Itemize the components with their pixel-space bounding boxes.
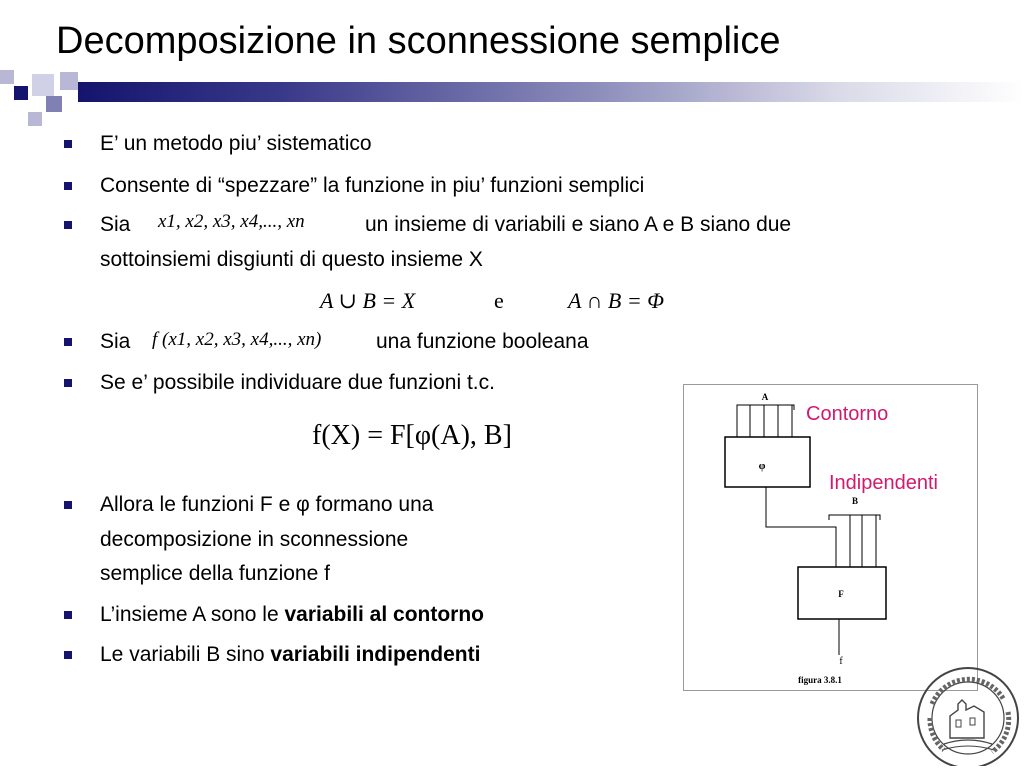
- decomposition-figure: A φ B F f figura 3.8.1: [683, 384, 978, 691]
- equation-connector: e: [494, 288, 504, 313]
- bullet-square-icon: [64, 611, 72, 619]
- bullet-text-bold: variabili indipendenti: [270, 643, 481, 666]
- bullet-text: Le variabili B sino variabili indipenden…: [100, 640, 480, 669]
- bullet-square-icon: [64, 501, 72, 509]
- label-f-block: F: [838, 589, 844, 599]
- bullet-square-icon: [64, 221, 72, 229]
- label-phi: φ: [759, 460, 766, 472]
- bullet-square-icon: [64, 140, 72, 148]
- union-equation: A ∪ B = X: [320, 288, 416, 313]
- bullet-text-prefix: L’insieme A sono le: [100, 603, 285, 626]
- slide-title: Decomposizione in sconnessione semplice: [56, 20, 781, 62]
- figure-caption: figura 3.8.1: [798, 675, 842, 685]
- bullet-text-line1: Allora le funzioni F e φ formano una: [100, 493, 434, 516]
- sia-line2-text: sottoinsiemi disgiunti di questo insieme…: [100, 248, 483, 271]
- boolean-function-formula: f (x1, x2, x3, x4,..., xn): [152, 329, 322, 350]
- intersection-equation: A ∩ B = Φ: [568, 288, 664, 313]
- bullet-square-icon: [64, 651, 72, 659]
- bullet-text-line2: decomposizione in sconnessione: [100, 528, 409, 551]
- f-block: [797, 566, 887, 620]
- bullet-text: E’ un metodo piu’ sistematico: [100, 132, 372, 155]
- decomposition-equation: f(X) = F[φ(A), B]: [312, 420, 512, 451]
- annotation-contorno: Contorno: [806, 403, 889, 425]
- deco-square-3: [32, 74, 54, 96]
- bullet-text-sia2: Sia: [100, 330, 131, 353]
- bracket-a: [736, 404, 795, 410]
- boolean-function-text: una funzione booleana: [376, 330, 589, 353]
- deco-square-5: [60, 72, 78, 90]
- decomposition-diagram: A φ B F f figura 3.8.1: [724, 392, 887, 685]
- bullet-square-icon: [64, 379, 72, 387]
- annotation-indipendenti: Indipendenti: [829, 472, 938, 494]
- bullet-text: Se e’ possibile individuare due funzioni…: [100, 371, 495, 394]
- deco-square-4: [46, 96, 62, 112]
- bullet-text: L’insieme A sono le variabili al contorn…: [100, 600, 484, 629]
- bullet-square-icon: [64, 182, 72, 190]
- variable-set-formula: x1, x2, x3, x4,..., xn: [158, 211, 305, 232]
- title-gradient-band: [78, 82, 1024, 102]
- label-f-output: f: [839, 656, 843, 667]
- phi-block: [724, 436, 811, 488]
- phi-to-f-line: [765, 487, 837, 567]
- bullet-text-bold: variabili al contorno: [284, 603, 485, 626]
- deco-square-2: [14, 86, 28, 100]
- deco-square-6: [28, 112, 42, 126]
- bullet-text-line3: semplice della funzione f: [100, 562, 330, 585]
- bullet-square-icon: [64, 338, 72, 346]
- bracket-b: [828, 514, 881, 520]
- bullet-text-prefix: Le variabili B sino: [100, 643, 271, 666]
- label-b: B: [852, 496, 858, 506]
- bullet-text: Consente di “spezzare” la funzione in pi…: [100, 174, 645, 197]
- label-a: A: [762, 392, 769, 402]
- university-seal-logo: [912, 660, 1020, 771]
- deco-square-1: [0, 70, 14, 84]
- sia-line1-text: un insieme di variabili e siano A e B si…: [365, 213, 792, 236]
- bullet-text-sia: Sia: [100, 213, 131, 236]
